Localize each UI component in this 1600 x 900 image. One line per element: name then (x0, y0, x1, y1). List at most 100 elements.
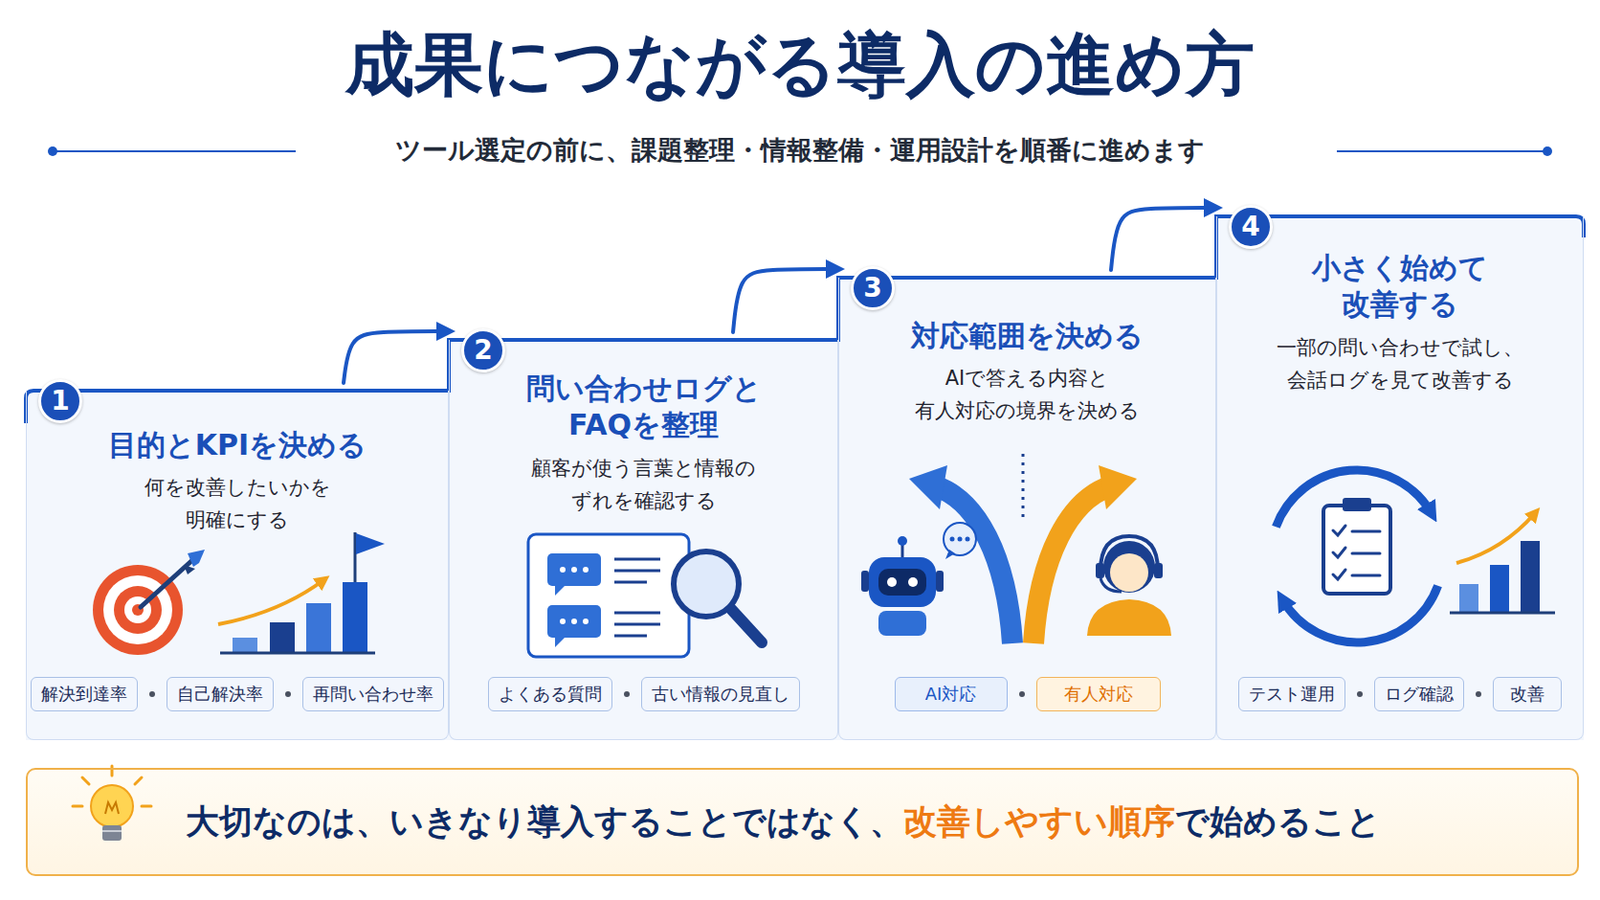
robot-icon (901, 543, 905, 557)
robot-icon (943, 522, 977, 556)
tag-text: 改善 (1510, 682, 1545, 706)
operator-icon (1087, 535, 1172, 636)
target-icon (187, 549, 205, 567)
tag-box: 自己解決率 (166, 676, 274, 712)
separator-dot (1356, 690, 1363, 697)
step-number: 3 (850, 266, 895, 311)
separator-dot (285, 690, 291, 697)
tag-text: AI対応 (925, 682, 978, 706)
highlight-text: 改善しやすい順序 (903, 799, 1176, 845)
tag-text: 自己解決率 (177, 682, 264, 706)
split-icon (935, 486, 1013, 644)
step-number: 2 (461, 328, 506, 373)
growth-chart (306, 602, 332, 653)
cycle-icon (1342, 497, 1372, 512)
step-heading: 対応範囲を決める (911, 317, 1144, 355)
robot-icon (861, 522, 977, 636)
growth-chart (269, 622, 295, 653)
operator-icon (1103, 540, 1156, 593)
step-description: 何を改善したいかを 明確にする (111, 470, 363, 536)
robot-icon (861, 570, 869, 592)
split-icon (909, 465, 948, 510)
robot-icon (878, 610, 927, 636)
faq-icon (582, 566, 589, 573)
robot-icon (945, 549, 956, 559)
step-heading: 小さく始めて 改善する (1256, 249, 1544, 324)
lightbulb-icon (90, 784, 134, 827)
cycle-icon (1275, 469, 1438, 643)
growth-chart (232, 637, 258, 653)
tag-box: AI対応 (894, 676, 1008, 712)
tag-text: テスト運用 (1248, 682, 1335, 706)
robot-icon (887, 577, 897, 587)
subtitle-rule (52, 150, 296, 153)
subtitle: ツール選定の前に、課題整理・情報整備・運用設計を順番に進めます (0, 133, 1600, 167)
step-number-text: 3 (853, 268, 892, 308)
robot-icon (957, 536, 963, 542)
separator-dot (1019, 690, 1025, 697)
faq-icon (614, 611, 661, 615)
step-description: 一部の問い合わせで試し、 会話ログを見て改善する (1274, 331, 1526, 397)
subtitle-rule (1336, 150, 1548, 153)
step-number-text: 2 (464, 331, 503, 370)
improve-chart (1520, 540, 1540, 613)
operator-icon (1095, 562, 1105, 578)
summary-text: 大切なのは、いきなり導入することではなく、 (185, 799, 904, 845)
cycle-icon (1352, 552, 1380, 556)
step-number-text: 1 (41, 381, 80, 421)
tag-box: 古い情報の見直し (641, 676, 800, 712)
target-icon (92, 549, 205, 655)
panel-ground (448, 339, 839, 740)
faq-icon (614, 557, 661, 561)
faq-icon (614, 634, 647, 638)
step-panel: 問い合わせログと FAQを整理顧客が使う言葉と情報の ずれを確認する2よくある質… (448, 339, 839, 740)
tag-text: よくある質問 (498, 682, 602, 706)
subtitle-rule (1542, 146, 1553, 156)
lightbulb-icon (141, 804, 152, 808)
tag-text: 有人対応 (1064, 682, 1134, 706)
operator-icon (1100, 577, 1122, 592)
step-number: 4 (1228, 204, 1273, 249)
tag-text: 古い情報の見直し (651, 682, 790, 706)
faq-icon (571, 566, 578, 573)
tag-box: 有人対応 (1036, 676, 1161, 712)
tag-box: 改善 (1492, 676, 1562, 712)
cycle-icon (1323, 505, 1391, 594)
growth-chart (220, 651, 376, 655)
lightbulb-icon (102, 829, 122, 832)
robot-icon (897, 535, 908, 546)
step-number-text: 4 (1231, 207, 1270, 246)
faq-icon (559, 566, 566, 573)
faq-icon (614, 569, 661, 573)
separator-dot (149, 690, 156, 697)
step-number: 1 (38, 378, 83, 423)
growth-chart (342, 581, 368, 653)
cycle-icon (1352, 574, 1380, 578)
panel-ground (838, 277, 1217, 740)
faq-icon (547, 553, 601, 586)
robot-icon (908, 577, 918, 587)
faq-icon (547, 604, 601, 638)
cycle-icon (1333, 525, 1380, 579)
summary-text: で始めること (1175, 799, 1381, 845)
improve-chart (1459, 583, 1479, 613)
cycle-icon (1333, 547, 1346, 557)
cycle-icon (1352, 530, 1380, 534)
growth-chart (218, 532, 385, 653)
lightbulb-icon (134, 777, 142, 784)
faq-icon (673, 551, 739, 617)
improve-chart (1449, 512, 1556, 613)
tag-box: 再問い合わせ率 (302, 676, 445, 712)
faq-icon (614, 580, 647, 584)
split-icon (1022, 453, 1025, 522)
faq-icon (614, 622, 661, 626)
robot-icon (878, 568, 927, 596)
step-heading: 目的とKPIを決める (108, 426, 367, 464)
step-description: AIで答える内容と 有人対応の境界を決める (902, 361, 1154, 427)
split-icon (1098, 465, 1137, 510)
tag-box: 解決到達率 (30, 676, 138, 712)
separator-dot (1475, 690, 1482, 697)
faq-icon (614, 558, 661, 636)
operator-icon (1087, 599, 1172, 636)
